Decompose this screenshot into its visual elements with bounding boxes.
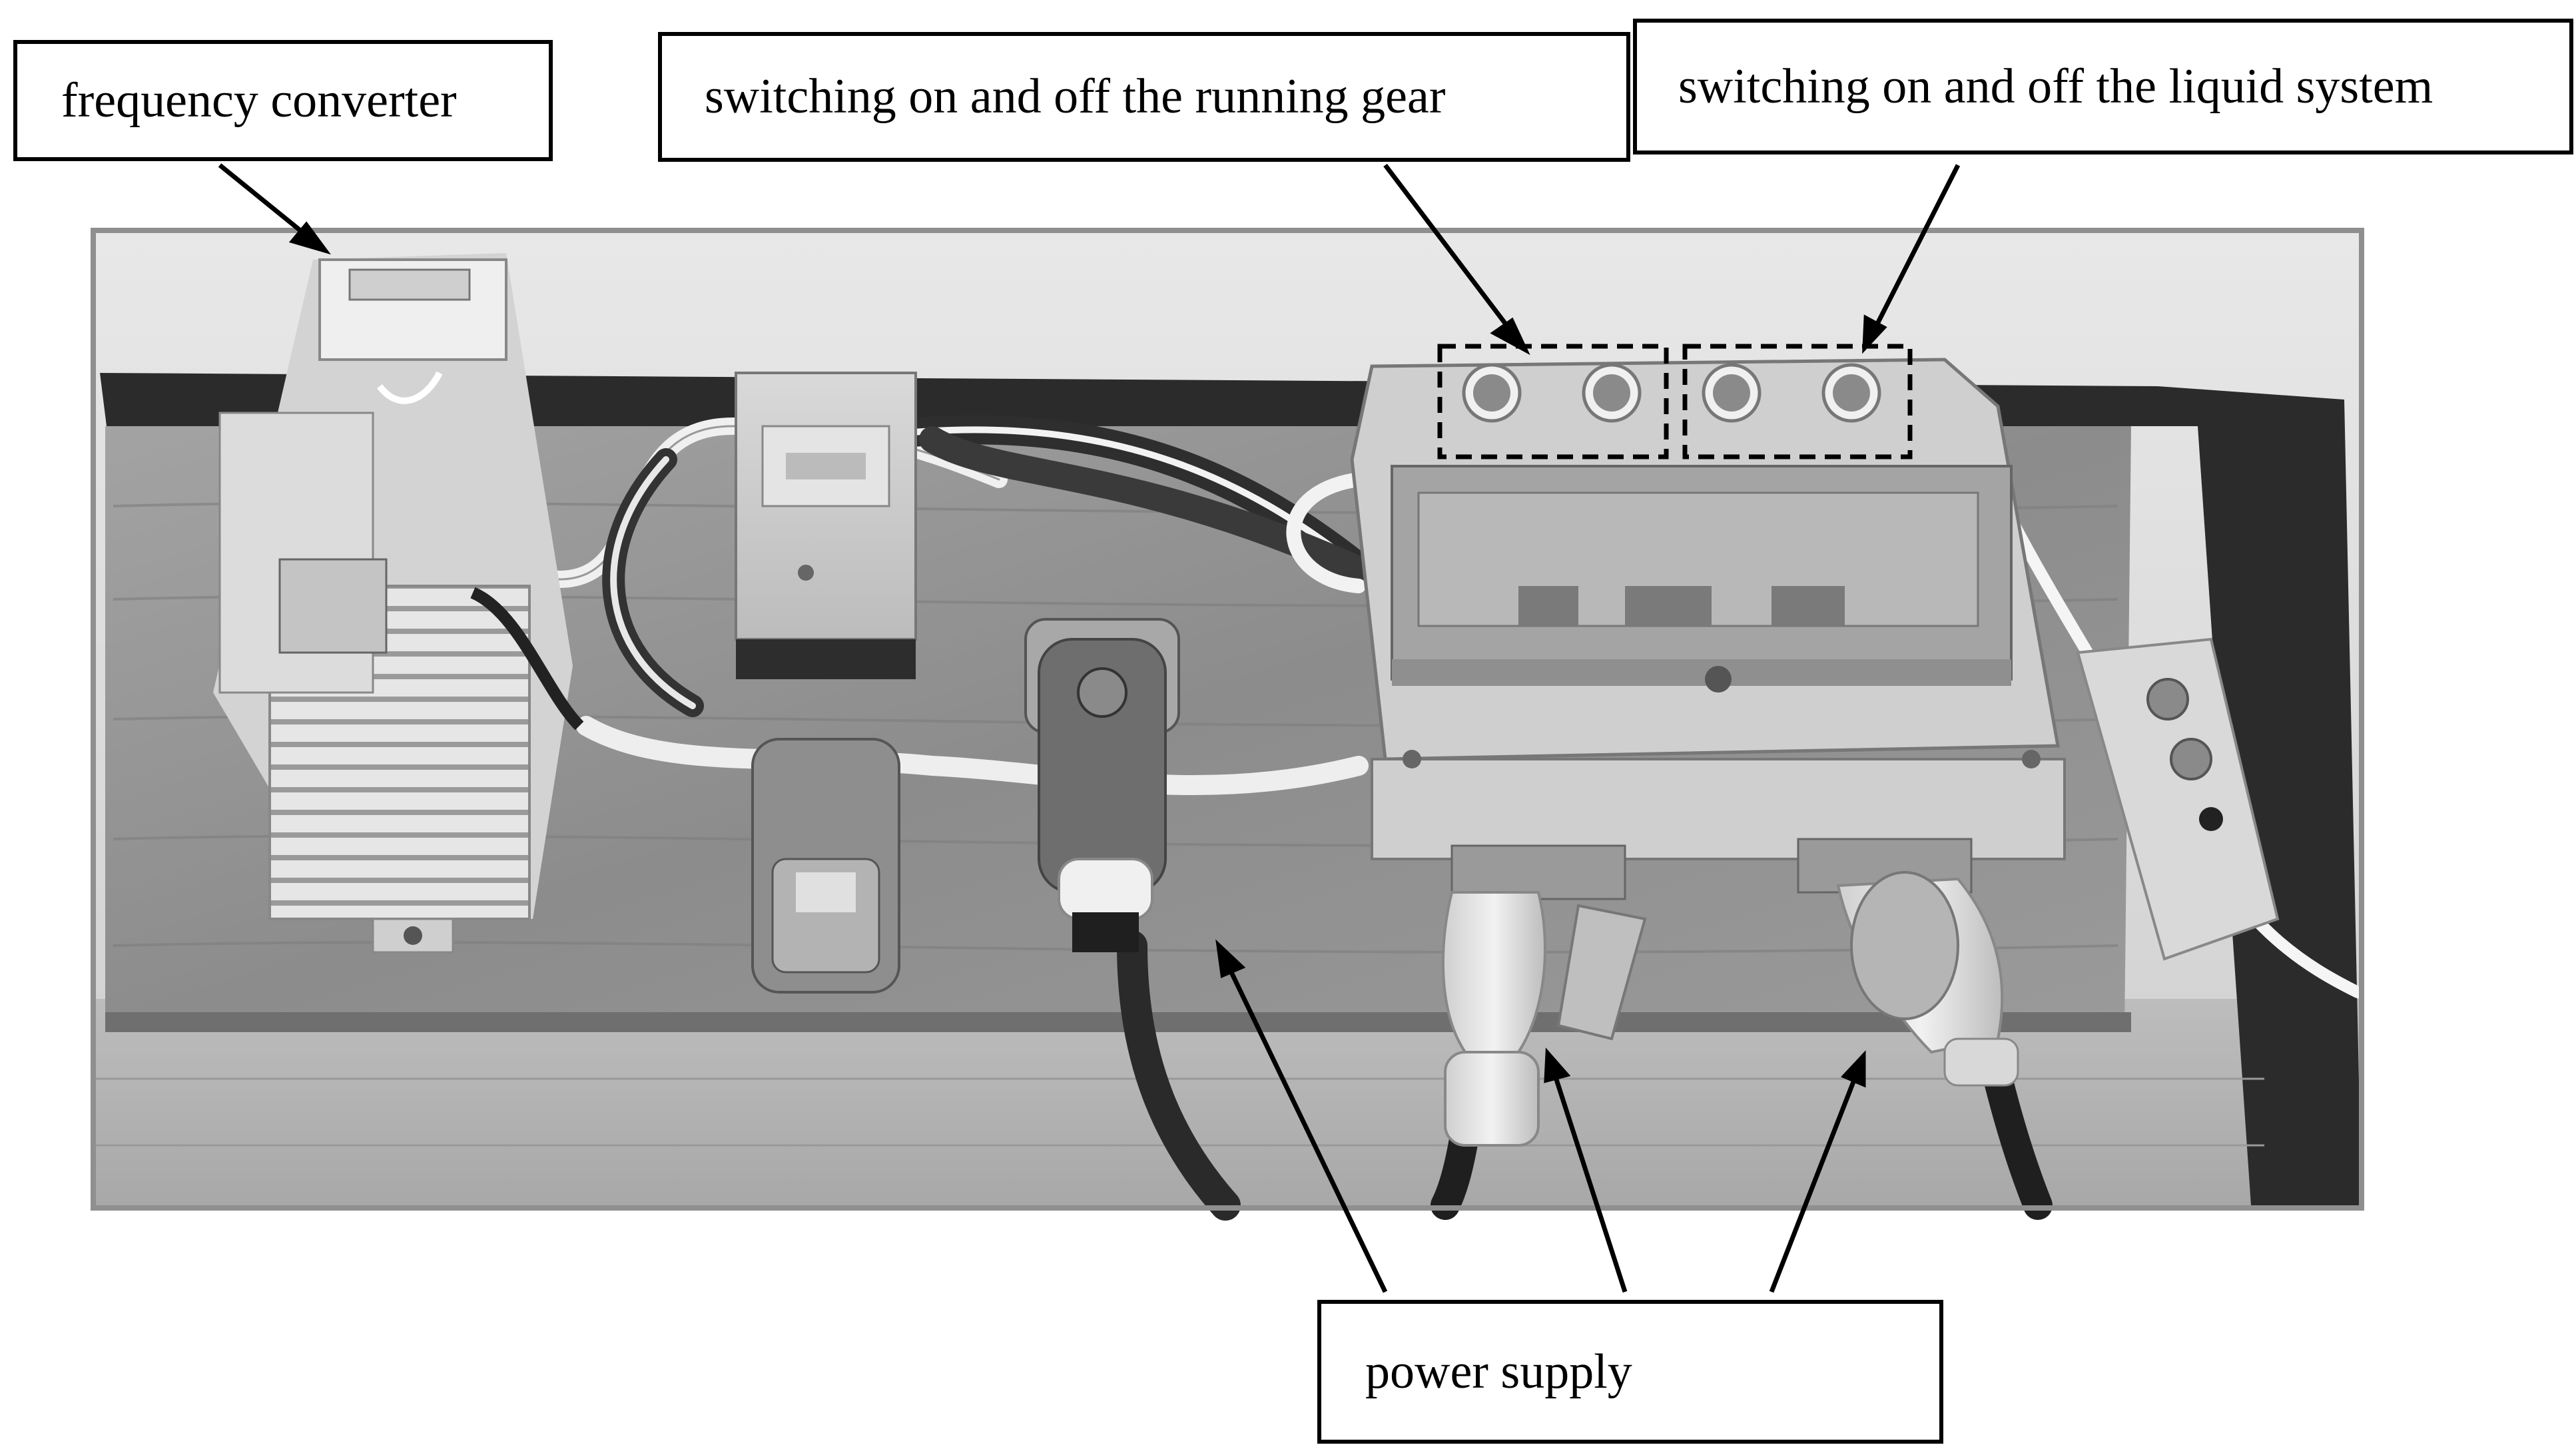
label-power-supply-text: power supply bbox=[1365, 1344, 1632, 1399]
arrowhead-power-supply-2 bbox=[1544, 1047, 1571, 1083]
arrows bbox=[218, 163, 1961, 1293]
running-gear-buttons bbox=[1462, 363, 1642, 423]
arrow-power-supply-3 bbox=[1769, 1079, 1857, 1293]
switch-box-with-buttons bbox=[1350, 358, 2066, 900]
pendant-control bbox=[2076, 637, 2280, 961]
socket-left bbox=[751, 738, 900, 994]
label-liquid-system-text: switching on and off the liquid system bbox=[1678, 59, 2433, 114]
frequency-converter-unit bbox=[213, 253, 584, 954]
liquid-system-highlight bbox=[1682, 344, 1913, 459]
arrowhead-power-supply-1 bbox=[1215, 939, 1246, 979]
arrow-power-supply-2 bbox=[1553, 1076, 1628, 1293]
arrow-liquid-system bbox=[1871, 164, 1961, 332]
photo bbox=[91, 228, 2364, 1221]
arrow-running-gear bbox=[1383, 163, 1512, 332]
photo-frame bbox=[91, 228, 2364, 1211]
arrowhead-liquid-system bbox=[1862, 314, 1887, 354]
arrowhead-power-supply-3 bbox=[1841, 1050, 1866, 1088]
liquid-system-buttons bbox=[1702, 363, 1881, 423]
plug-left bbox=[1441, 891, 1647, 1147]
label-frequency-converter-text: frequency converter bbox=[61, 73, 457, 128]
plug-right bbox=[1836, 871, 2019, 1087]
arrow-frequency-converter bbox=[218, 163, 310, 238]
label-frequency-converter: frequency converter bbox=[13, 40, 553, 161]
board-edge bbox=[105, 1012, 2131, 1032]
arrowhead-running-gear bbox=[1490, 317, 1530, 356]
arrowhead-frequency-converter bbox=[288, 221, 331, 255]
arrow-power-supply-1 bbox=[1227, 967, 1388, 1293]
fuse-switch-box bbox=[735, 372, 917, 679]
label-power-supply: power supply bbox=[1317, 1300, 1943, 1444]
label-liquid-system: switching on and off the liquid system bbox=[1633, 19, 2573, 154]
label-running-gear-text: switching on and off the running gear bbox=[705, 69, 1446, 124]
running-gear-highlight bbox=[1437, 344, 1669, 459]
label-running-gear: switching on and off the running gear bbox=[658, 32, 1630, 162]
socket-center bbox=[1024, 618, 1180, 952]
